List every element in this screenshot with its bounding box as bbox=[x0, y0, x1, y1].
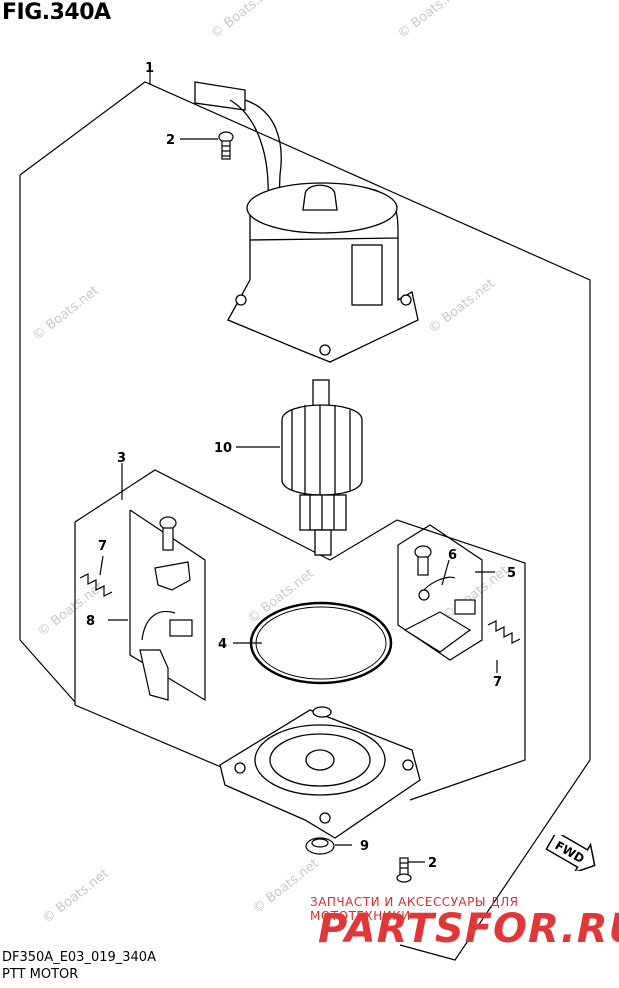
figure-code: DF350A_E03_019_340A bbox=[2, 950, 156, 965]
callout-8: 8 bbox=[86, 614, 95, 629]
assembly-box-1-foot bbox=[19, 639, 76, 703]
motor-housing bbox=[194, 81, 419, 363]
callout-10: 10 bbox=[214, 441, 232, 456]
shop-watermark-line: ЗАПЧАСТИ И АКСЕССУАРЫ ДЛЯ МОТОТЕХНИКИ bbox=[310, 895, 519, 923]
assembly-box-1 bbox=[19, 81, 591, 961]
callout-2-bottom: 2 bbox=[428, 856, 437, 871]
callout-1: 1 bbox=[145, 61, 154, 76]
shop-watermark-logo: PARTSFOR.RU bbox=[318, 906, 619, 952]
figure-title: FIG.340A bbox=[2, 0, 111, 25]
assembly-box-3-lower bbox=[74, 522, 229, 771]
callout-6: 6 bbox=[448, 548, 457, 563]
figure-caption: PTT MOTOR bbox=[2, 967, 79, 982]
washer bbox=[305, 837, 335, 855]
callout-2-top: 2 bbox=[166, 133, 175, 148]
assembly-box-3 bbox=[74, 469, 526, 801]
left-brush-assembly bbox=[79, 509, 206, 702]
fwd-arrow-icon: FWD bbox=[544, 830, 602, 874]
callout-5: 5 bbox=[507, 566, 516, 581]
callout-7-right: 7 bbox=[493, 675, 502, 690]
end-cap-base bbox=[219, 706, 421, 839]
right-brush-assembly bbox=[397, 524, 521, 661]
callout-9: 9 bbox=[360, 839, 369, 854]
callout-4: 4 bbox=[218, 637, 227, 652]
screw-bottom bbox=[396, 857, 412, 883]
armature bbox=[281, 379, 363, 556]
callout-7-left: 7 bbox=[98, 539, 107, 554]
o-ring bbox=[249, 601, 393, 685]
callout-3: 3 bbox=[117, 451, 126, 466]
screw-top bbox=[218, 131, 234, 160]
